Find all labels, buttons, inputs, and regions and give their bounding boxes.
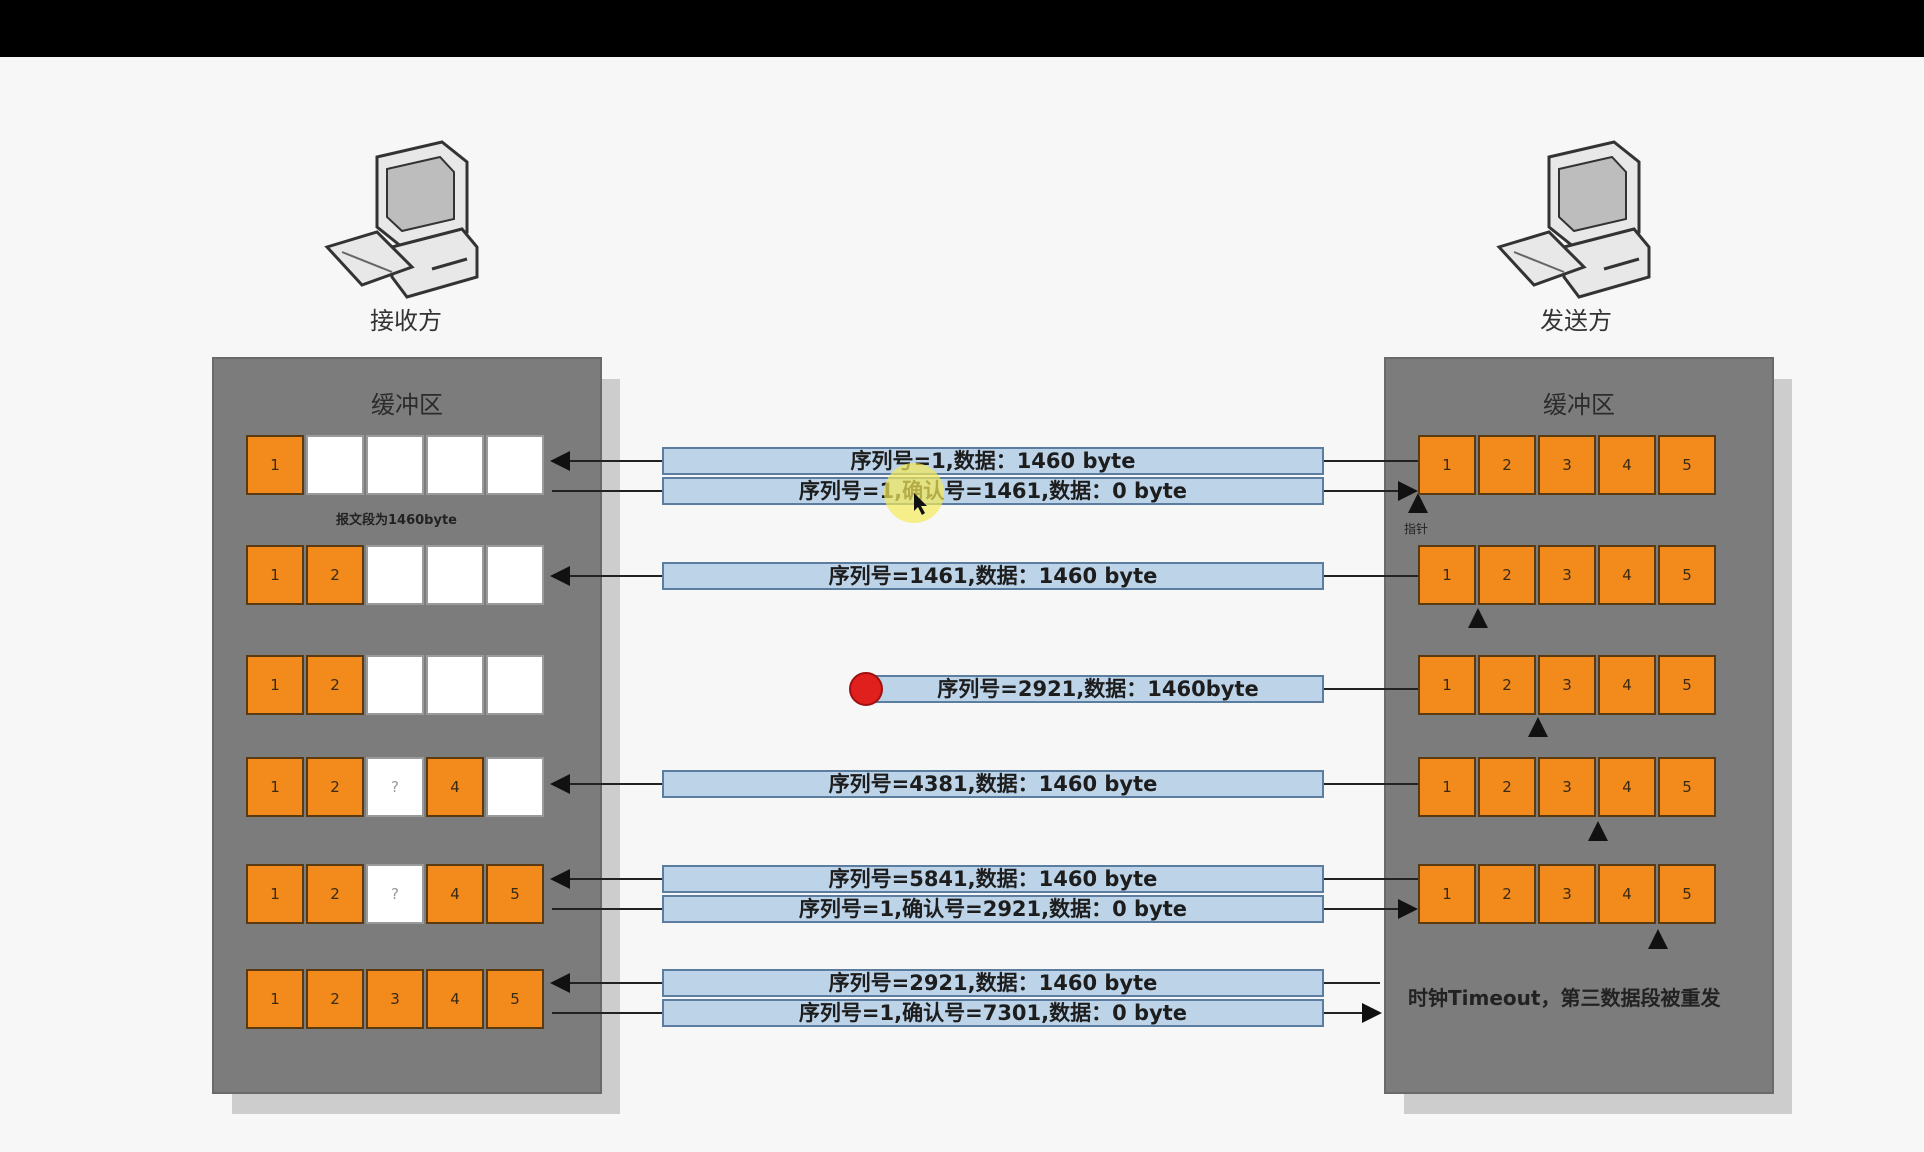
segment-slot: 1 [246,969,304,1029]
diagram-canvas: 接收方 发送方 缓冲区 报文段为1460byte 缓冲区 指针 时钟Timeou… [0,57,1924,1152]
segment-slot: 3 [1538,757,1596,817]
segment-slot: 1 [246,545,304,605]
segment-slot: 1 [1418,864,1476,924]
empty-slot [486,545,544,605]
packet-bar-lost: 序列号=2921,数据：1460byte [872,675,1324,703]
empty-slot [426,655,484,715]
segment-slot: 2 [306,969,364,1029]
segment-slot: 2 [1478,864,1536,924]
segment-slot: 5 [1658,655,1716,715]
missing-segment-slot: ? [366,864,424,924]
connectors-overlay [550,451,1668,1023]
packet-bar: 序列号=1,确认号=7301,数据：0 byte [662,999,1324,1027]
segment-slot: 5 [486,864,544,924]
segment-slot: 5 [486,969,544,1029]
receiver-buffer-title: 缓冲区 [371,391,443,419]
empty-slot [426,545,484,605]
receiver-buffer-row: 1 [246,435,546,495]
segment-slot: 4 [1598,655,1656,715]
pointer-triangle-icon [1528,717,1548,737]
segment-slot: 4 [1598,545,1656,605]
packet-bar: 序列号=2921,数据：1460 byte [662,969,1324,997]
empty-slot [486,757,544,817]
sender-label: 发送方 [1540,307,1612,335]
segment-slot: 1 [1418,757,1476,817]
segment-slot: 5 [1658,435,1716,495]
packet-bar: 序列号=1,数据：1460 byte [662,447,1324,475]
segment-slot: 1 [1418,435,1476,495]
pointer-triangle-icon [1648,929,1668,949]
segment-slot: 5 [1658,545,1716,605]
empty-slot [426,435,484,495]
segment-slot: 1 [1418,545,1476,605]
pointer-note: 指针 [1404,522,1429,536]
packet-bar: 序列号=4381,数据：1460 byte [662,770,1324,798]
segment-slot: 1 [246,757,304,817]
segment-slot: 4 [426,864,484,924]
segment-slot: 1 [1418,655,1476,715]
segment-slot: 2 [306,757,364,817]
pointer-triangle-icon [1588,821,1608,841]
empty-slot [486,435,544,495]
packet-bar: 序列号=1,确认号=1461,数据：0 byte [662,477,1324,505]
missing-segment-slot: ? [366,757,424,817]
segment-slot: 4 [1598,435,1656,495]
segment-slot: 2 [306,864,364,924]
segment-slot: 3 [1538,545,1596,605]
segment-slot: 3 [1538,655,1596,715]
segment-slot: 2 [1478,545,1536,605]
segment-slot: 4 [1598,757,1656,817]
segment-slot: 2 [1478,435,1536,495]
segment-slot: 4 [1598,864,1656,924]
segment-slot: 2 [306,655,364,715]
segment-slot: 2 [306,545,364,605]
segment-slot: 2 [1478,655,1536,715]
segment-slot: 3 [1538,435,1596,495]
empty-slot [366,545,424,605]
segment-slot: 5 [1658,864,1716,924]
empty-slot [366,655,424,715]
segment-slot: 3 [1538,864,1596,924]
segment-size-note: 报文段为1460byte [336,513,457,528]
empty-slot [486,655,544,715]
segment-slot: 5 [1658,757,1716,817]
segment-slot: 4 [426,969,484,1029]
packet-bar: 序列号=5841,数据：1460 byte [662,865,1324,893]
pointer-triangle-icon [1468,608,1488,628]
segment-slot: 3 [366,969,424,1029]
segment-slot: 1 [246,864,304,924]
lost-packet-icon [849,672,883,706]
pointer-triangle-icon [1408,493,1428,513]
segment-slot: 1 [246,655,304,715]
empty-slot [366,435,424,495]
packet-bar: 序列号=1,确认号=2921,数据：0 byte [662,895,1324,923]
segment-slot: 1 [246,435,304,495]
packet-bar: 序列号=1461,数据：1460 byte [662,562,1324,590]
empty-slot [306,435,364,495]
receiver-computer-icon [324,140,479,299]
mouse-cursor-icon [914,493,927,515]
segment-slot: 2 [1478,757,1536,817]
timeout-note: 时钟Timeout，第三数据段被重发 [1408,986,1721,1010]
sender-buffer-title: 缓冲区 [1543,391,1615,419]
segment-slot: 4 [426,757,484,817]
receiver-label: 接收方 [370,307,442,335]
sender-computer-icon [1496,140,1651,299]
